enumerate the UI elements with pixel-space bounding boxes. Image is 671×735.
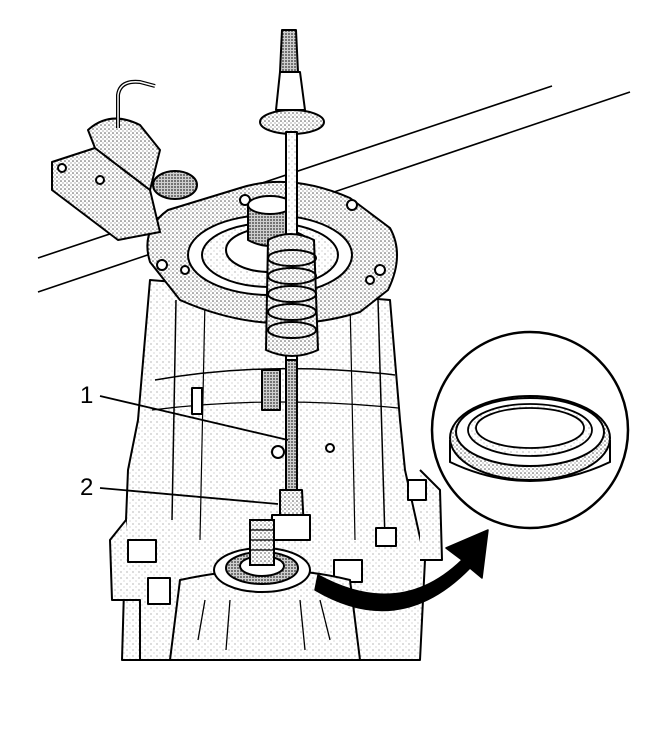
rear-seal-area: [213, 519, 311, 593]
seal-detail-view: [430, 330, 630, 530]
callout-2-label: 2: [80, 474, 93, 501]
transmission-case: [109, 279, 443, 661]
leader-lines: [99, 395, 289, 505]
side-bracket: [51, 79, 198, 241]
detail-arrow: [314, 529, 489, 612]
callout-1-label: 1: [80, 382, 93, 409]
slide-hammer-tool: [259, 29, 325, 541]
